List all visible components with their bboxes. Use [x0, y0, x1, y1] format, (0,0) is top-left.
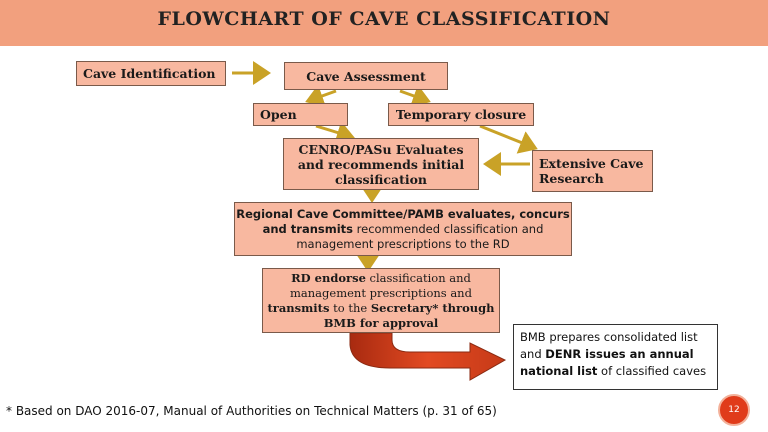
cenro-line-2: and recommends initial	[297, 156, 465, 172]
cave-assessment-label: Cave Assessment	[306, 68, 426, 84]
rd-line-2: management prescriptions and	[290, 285, 472, 300]
arrow-assessment-to-open	[305, 84, 337, 108]
rd-line-3-bold2: Secretary* through	[370, 300, 495, 315]
bmb-final-box: BMB prepares consolidated list and DENR …	[513, 324, 718, 390]
arrow-closure-to-extensive	[479, 124, 538, 154]
rd-line-1-rest: classification and	[365, 270, 471, 285]
cave-assessment-box: Cave Assessment	[284, 62, 448, 90]
page-title: FLOWCHART OF CAVE CLASSIFICATION	[157, 8, 611, 30]
extensive-line-1: Extensive Cave	[539, 156, 644, 171]
cenro-pasu-box: CENRO/PASu Evaluates and recommends init…	[283, 138, 479, 190]
regional-line-3: management prescriptions to the RD	[296, 236, 510, 251]
temporary-closure-box: Temporary closure	[388, 103, 534, 126]
arrow-open-to-cenro	[315, 121, 355, 145]
page-number: 12	[728, 405, 740, 415]
bmb-line-1: BMB prepares consolidated list	[520, 330, 698, 344]
temporary-closure-label: Temporary closure	[395, 107, 527, 122]
cenro-line-1: CENRO/PASu Evaluates	[298, 141, 464, 157]
rd-line-3-bold: transmits	[267, 300, 330, 315]
title-banner	[0, 0, 768, 46]
cave-identification-box: Cave Identification	[76, 61, 226, 86]
footnote: * Based on DAO 2016-07, Manual of Author…	[6, 404, 497, 418]
regional-line-2-rest: recommended classification and	[353, 221, 544, 236]
page-number-badge: 12	[718, 394, 750, 426]
regional-line-2-bold: and transmits	[262, 221, 354, 236]
arrow-assessment-to-closure	[399, 84, 431, 108]
bmb-line-3-rest: of classified caves	[597, 364, 707, 378]
cenro-line-3: classification	[334, 171, 428, 187]
bmb-line-2-pre: and	[520, 347, 546, 361]
cave-identification-label: Cave Identification	[83, 66, 216, 81]
bmb-line-3-bold: national list	[520, 364, 598, 378]
open-box: Open	[253, 103, 348, 126]
extensive-research-box: Extensive Cave Research	[532, 150, 653, 192]
rd-line-3-mid: to the	[329, 300, 371, 315]
regional-committee-box: Regional Cave Committee/PAMB evaluates, …	[234, 202, 572, 256]
extensive-line-2: Research	[539, 171, 604, 186]
open-label: Open	[260, 107, 297, 122]
rd-endorse-box: RD endorse classification and management…	[262, 268, 500, 333]
arrow-rd-to-bmb	[349, 332, 507, 381]
rd-line-4: BMB for approval	[323, 315, 439, 330]
rd-line-1-bold: RD endorse	[291, 270, 366, 285]
bmb-line-2-bold: DENR issues an annual	[545, 347, 694, 361]
regional-line-1: Regional Cave Committee/PAMB evaluates, …	[236, 206, 570, 221]
